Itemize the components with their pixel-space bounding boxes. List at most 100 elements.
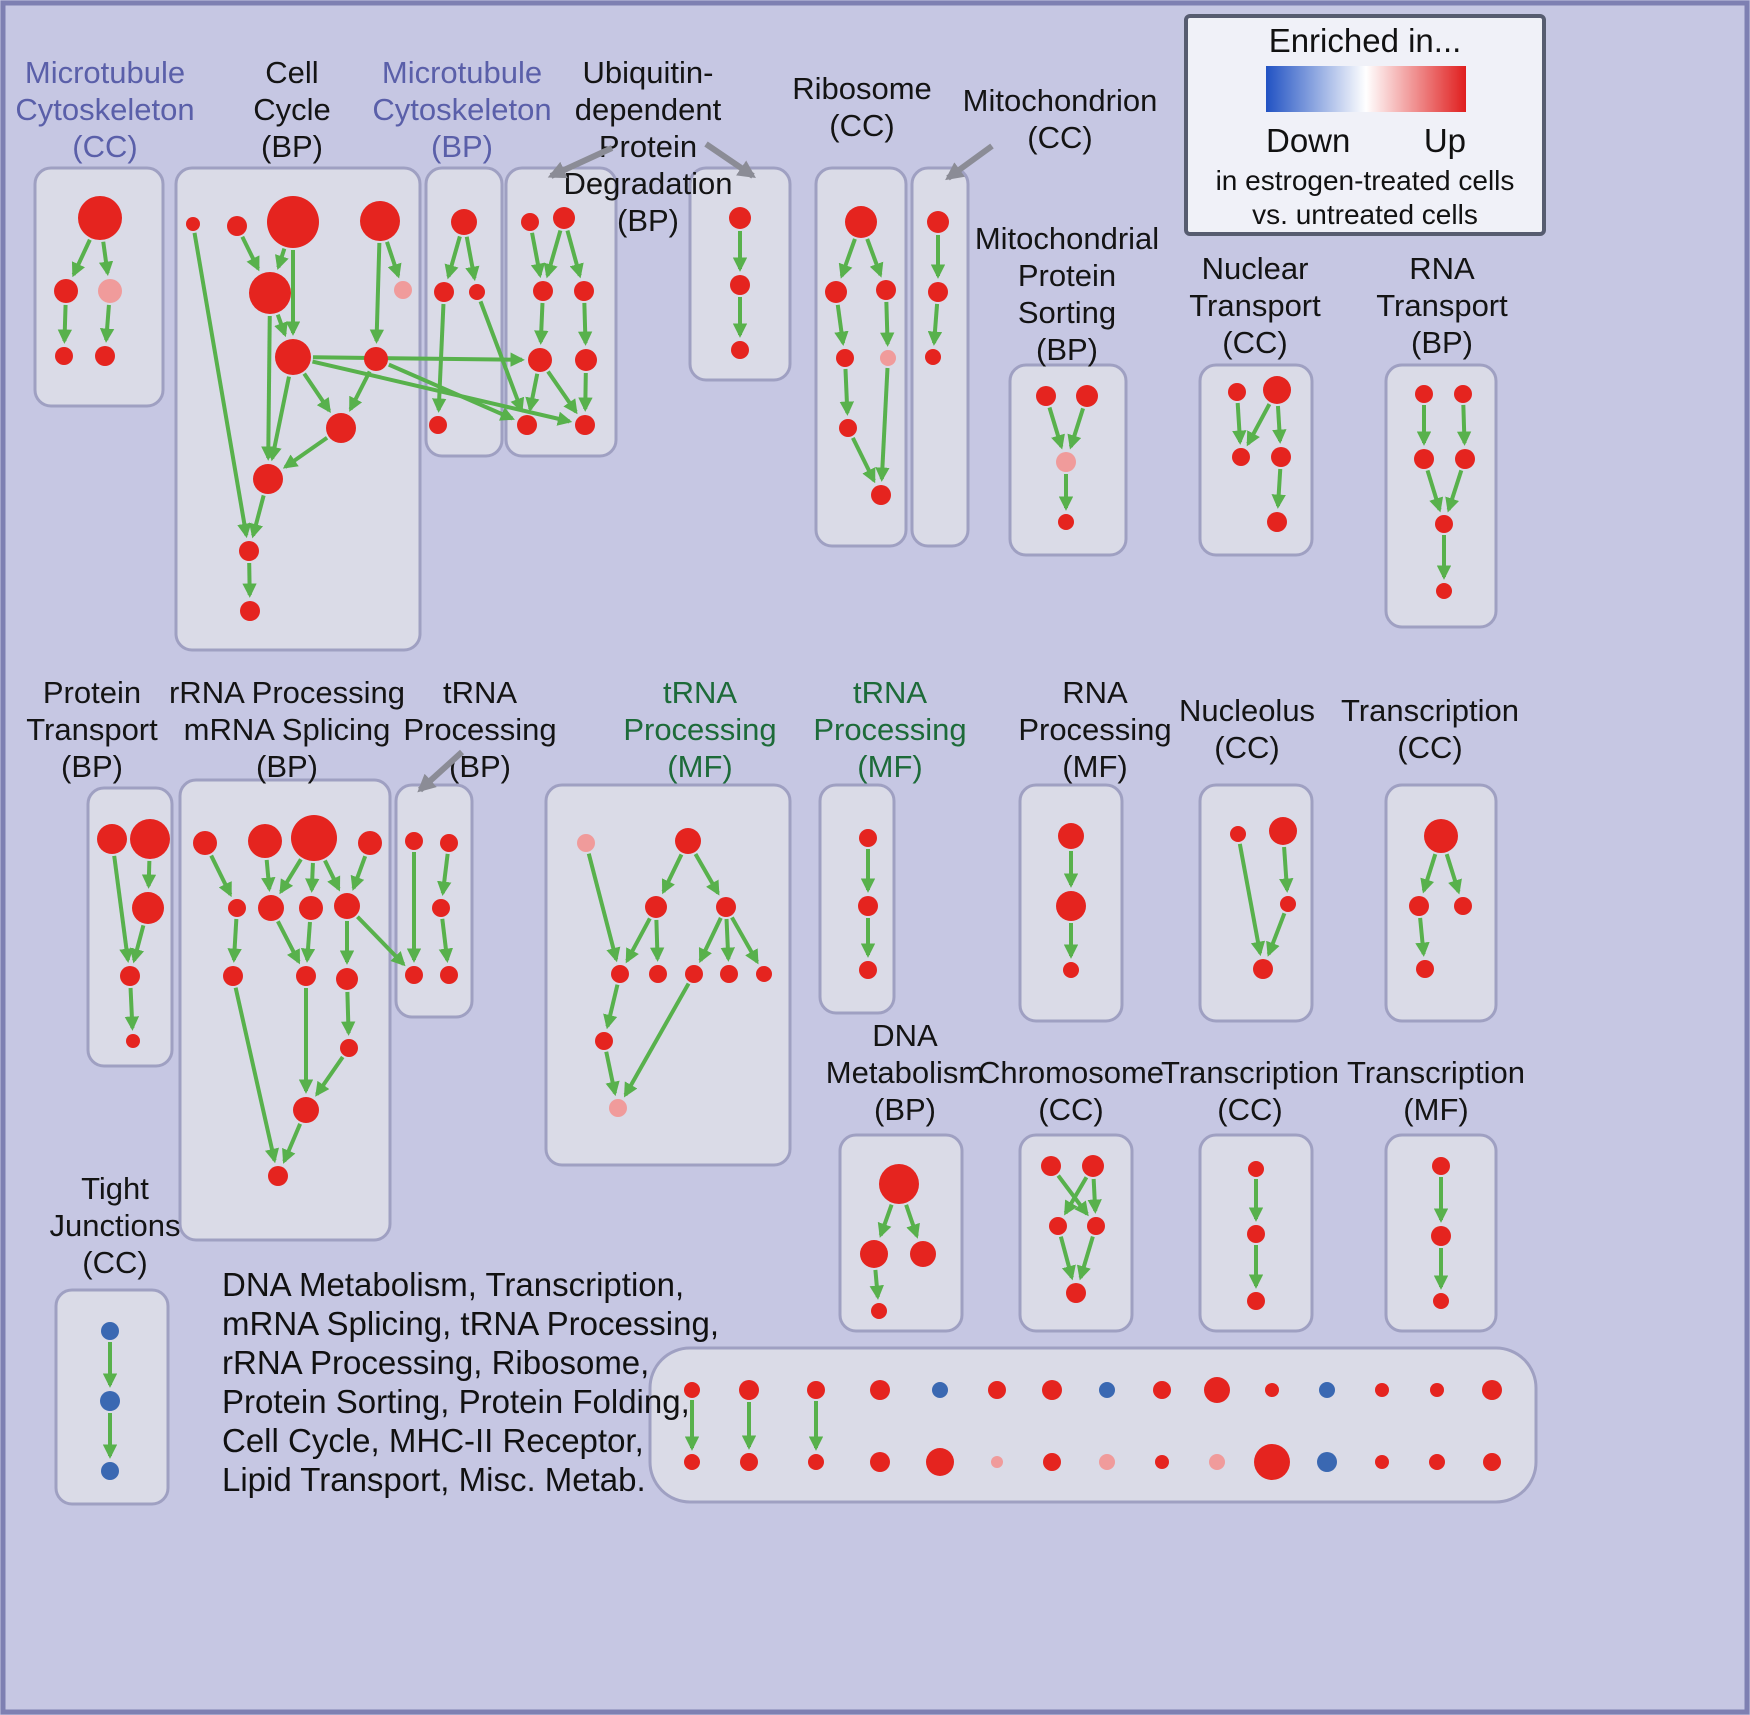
microtubule-cytoskeleton-cc-node-3 [55, 347, 73, 365]
relation-arrow [267, 376, 291, 462]
trna-processing-mf-small-box [818, 783, 896, 1015]
relation-arrow [1445, 469, 1464, 513]
trna-processing-bp-node-0 [405, 832, 423, 850]
misc-cluster-node-4 [932, 1382, 948, 1398]
transcription-cc-upper-box [1384, 783, 1498, 1023]
relation-arrow [98, 241, 114, 277]
ubiquitin-degradation-bp-b-node-1 [730, 275, 750, 295]
rrna-processing-mrna-splicing-bp-node-9 [296, 966, 316, 986]
ribosome-cc-node-4 [880, 350, 896, 366]
cell-cycle-bp-node-9 [253, 464, 283, 494]
relation-arrow [279, 858, 303, 895]
relation-arrow [274, 313, 288, 338]
cell-cycle-bp-node-4 [249, 272, 291, 314]
rrna-processing-mrna-splicing-bp-node-13 [268, 1166, 288, 1186]
misc-cluster-node-23 [1155, 1455, 1169, 1469]
chromosome-cc-label: Chromosome(CC) [978, 1055, 1164, 1127]
misc-cluster-node-22 [1099, 1454, 1115, 1470]
relation-arrow [99, 304, 115, 343]
mito-protein-sorting-bp-node-2 [1056, 452, 1076, 472]
nuclear-transport-cc-node-0 [1228, 383, 1246, 401]
dna-metabolism-bp-node-3 [871, 1303, 887, 1319]
footnote-line-4: Protein Sorting, Protein Folding, [222, 1383, 690, 1420]
relation-arrow [869, 1269, 884, 1300]
relation-arrow [227, 918, 242, 963]
microtubule-cytoskeleton-bp-node-3 [429, 416, 447, 434]
nucleolus-cc-node-2 [1280, 896, 1296, 912]
misc-cluster-node-5 [988, 1381, 1006, 1399]
rna-processing-mf-node-2 [1063, 962, 1079, 978]
mito-protein-sorting-bp-node-1 [1076, 385, 1098, 407]
protein-transport-bp-node-3 [120, 966, 140, 986]
cell-cycle-bp-node-3 [360, 201, 400, 241]
chromosome-cc-node-0 [1041, 1156, 1061, 1176]
misc-cluster-node-8 [1153, 1381, 1171, 1399]
relation-arrow [57, 304, 73, 344]
misc-cluster-node-28 [1429, 1454, 1445, 1470]
rna-transport-bp-box [1384, 363, 1498, 629]
ubiquitin-degradation-bp-a-node-5 [575, 349, 597, 371]
relation-arrow [1272, 405, 1287, 444]
ribosome-cc-node-5 [839, 419, 857, 437]
trna-processing-mf-large-node-3 [716, 897, 736, 917]
ribosome-cc-node-6 [871, 485, 891, 505]
misc-cluster-node-6 [1042, 1380, 1062, 1400]
relation-arrow [233, 987, 279, 1164]
transcription-cc-lower-node-1 [1247, 1225, 1265, 1243]
label-pointer-arrow-mitochondrion-cc [945, 143, 994, 181]
chromosome-cc-node-3 [1087, 1217, 1105, 1235]
rna-transport-bp-node-1 [1454, 385, 1472, 403]
relation-arrow [369, 242, 385, 344]
tight-junctions-cc-node-0 [101, 1322, 119, 1340]
misc-cluster-node-3 [870, 1380, 890, 1400]
relation-arrow [478, 300, 525, 413]
relation-arrow [356, 915, 406, 967]
footnote-line-6: Lipid Transport, Misc. Metab. [222, 1461, 646, 1498]
legend-context-line1: in estrogen-treated cells [1216, 165, 1515, 196]
relation-arrow [661, 853, 684, 895]
transcription-mf-label: Transcription(MF) [1347, 1055, 1525, 1127]
footnote-line-5: Cell Cycle, MHC-II Receptor, [222, 1422, 644, 1459]
misc-cluster-node-15 [684, 1454, 700, 1470]
misc-cluster-node-16 [740, 1453, 758, 1471]
misc-cluster-node-13 [1430, 1383, 1444, 1397]
relation-arrow [444, 235, 462, 280]
relation-arrow [464, 236, 480, 282]
relation-arrow [1425, 469, 1444, 513]
rrna-processing-mrna-splicing-bp-node-5 [258, 895, 284, 921]
trna-processing-bp-node-4 [440, 966, 458, 984]
misc-cluster-node-29 [1483, 1453, 1501, 1471]
legend-context-line2: vs. untreated cells [1252, 199, 1478, 230]
transcription-cc-lower-label: Transcription(CC) [1161, 1055, 1339, 1127]
ribosome-cc-node-1 [825, 281, 847, 303]
nuclear-transport-cc-node-4 [1267, 512, 1287, 532]
relation-arrow [730, 916, 759, 965]
rrna-processing-mrna-splicing-bp-node-12 [293, 1097, 319, 1123]
relation-arrow [261, 315, 276, 461]
relation-arrow [192, 232, 252, 539]
rrna-processing-mrna-splicing-bp-node-6 [299, 896, 323, 920]
relation-arrow [124, 987, 140, 1031]
rrna-processing-mrna-splicing-bp-box [178, 778, 392, 1242]
nucleolus-cc-node-3 [1253, 959, 1273, 979]
relation-arrow [437, 853, 452, 896]
protein-transport-bp-node-0 [97, 824, 127, 854]
misc-cluster-node-27 [1375, 1455, 1389, 1469]
rna-transport-bp-node-2 [1414, 449, 1434, 469]
relation-arrow [578, 372, 593, 412]
relation-arrow [875, 367, 890, 482]
rna-transport-bp-node-4 [1435, 515, 1453, 533]
trna-processing-bp-box [394, 783, 474, 1019]
ubiquitin-degradation-bp-a-node-3 [574, 281, 594, 301]
relation-arrow [302, 372, 331, 413]
